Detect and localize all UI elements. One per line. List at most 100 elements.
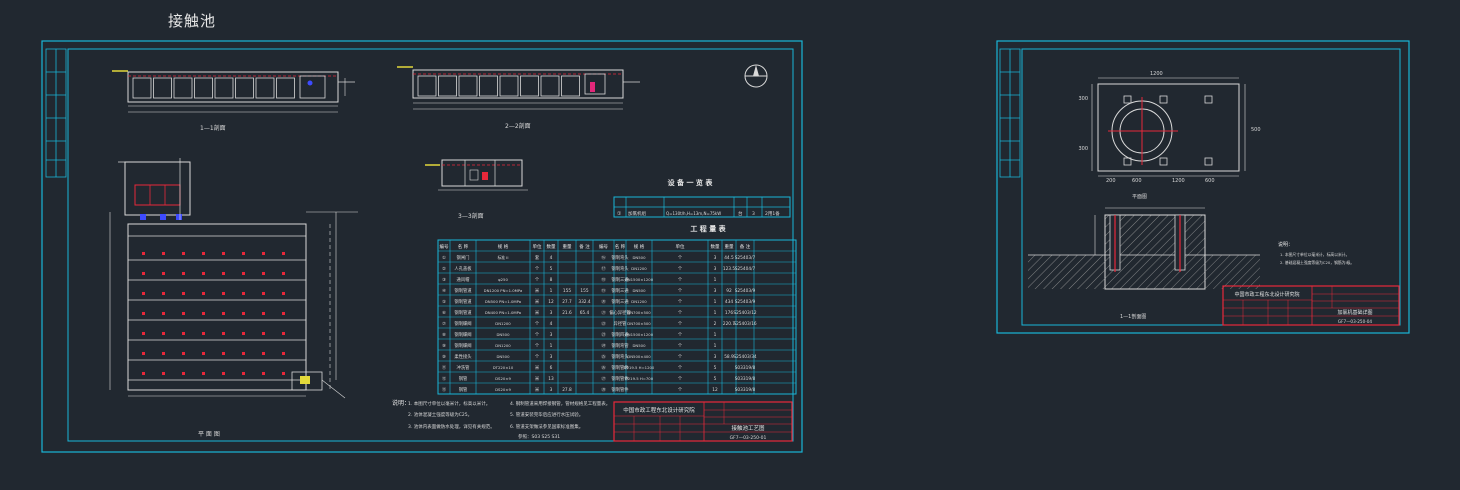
material-table-cell: DN500 <box>632 255 646 260</box>
plan-marker <box>242 372 245 375</box>
sheet-1-note-5: 5. 管道安装完毕后应进行水压试验。 <box>510 411 583 418</box>
material-table-cell: 434 <box>725 299 733 305</box>
material-table-cell: D219.5 H=1200 <box>624 365 655 370</box>
material-table-cell: 12 <box>548 299 554 305</box>
material-table-cell: 人孔盖板 <box>454 265 472 272</box>
material-table-cell: ⑬ <box>442 386 447 393</box>
sheet-1-note-2: 2. 池体混凝土强度等级为C25。 <box>408 411 472 418</box>
plan-marker <box>242 332 245 335</box>
plan-marker <box>202 372 205 375</box>
material-table-cell: 钢制弯头 <box>611 254 629 261</box>
material-table-cell: ② <box>442 266 446 272</box>
material-table-cell: 3 <box>714 354 717 360</box>
material-table-header: 单位 <box>533 243 542 250</box>
material-table-cell: DN500 <box>496 354 510 359</box>
sheet-1-titleblock-code: GF7—03-250-01 <box>730 435 767 441</box>
material-table-cell: 58.9 <box>724 354 734 360</box>
material-table-cell: ⑰ <box>601 265 606 272</box>
material-table-cell: 27.8 <box>562 387 572 393</box>
material-table-cell: 3 <box>550 354 553 360</box>
sheet-2-titleblock-org: 中国市政工程东北设计研究院 <box>1234 291 1299 298</box>
sheet-2-titleblock-code: GF7—03-250-04 <box>1338 319 1373 324</box>
material-table-cell: φ250 <box>498 277 508 282</box>
material-table-cell: 个 <box>535 343 540 349</box>
material-table-cell: DN500×400 <box>627 354 651 359</box>
material-table-cell: DS20×9 <box>495 376 511 381</box>
material-table-cell: 1 <box>714 277 717 283</box>
material-table-cell: 标准 II <box>497 255 508 260</box>
equipment-note: 2用1备 <box>765 210 780 217</box>
plan-marker <box>242 312 245 315</box>
base-dim-3: 1200 <box>1172 178 1185 184</box>
material-table-cell: ⑦ <box>442 321 446 327</box>
material-table-cell: ⑩ <box>442 354 446 360</box>
base-plan-drawing: 1200 200 600 1200 600 500 300 300 平面图 <box>1078 71 1260 200</box>
material-table-cell: 钢制弯头 <box>611 265 629 272</box>
section-2-2-drawing: 2—2剖面 <box>397 66 640 130</box>
section-2-cell <box>561 75 580 97</box>
material-table-cell: S03319/8 <box>735 376 756 382</box>
material-table-cell: DS20×9 <box>495 387 511 392</box>
material-table-header: 单位 <box>676 243 685 250</box>
material-table-cell: 21.6 <box>562 310 572 316</box>
material-table-cell: 3 <box>550 332 553 338</box>
plan-marker <box>182 332 185 335</box>
north-arrow-icon <box>744 64 768 88</box>
plan-marker <box>282 292 285 295</box>
material-table-cell: 1 <box>550 288 553 294</box>
material-table-cell: ㉑ <box>601 309 606 316</box>
material-table-cell: 钢制三通 <box>611 276 629 283</box>
sheet-1-note-4: 4. 钢制管道采用焊接钢管，管材规格见工程量表。 <box>510 400 610 407</box>
material-table-cell: 个 <box>678 354 683 360</box>
sheet-1-notes-title: 说明： <box>392 399 410 407</box>
material-table-cell: S25403/16 <box>733 321 757 327</box>
material-table-cell: 钢闸门 <box>457 254 470 261</box>
equipment-no: ① <box>617 211 622 217</box>
material-table-header: 规 格 <box>498 243 509 250</box>
base-dim-2: 600 <box>1132 178 1142 184</box>
material-table-cell: 个 <box>678 321 683 327</box>
base-dim-4: 600 <box>1205 178 1215 184</box>
base-side-dim-top: 300 <box>1078 96 1088 102</box>
material-table-cell: 个 <box>535 354 540 360</box>
material-table-cell: DN1200 <box>495 343 511 348</box>
material-table-cell: 异径管 <box>614 320 628 327</box>
material-table-cell: 2 <box>714 321 717 327</box>
material-table-cell: 12 <box>712 387 718 393</box>
plan-marker <box>162 312 165 315</box>
material-table-cell: 1 <box>714 310 717 316</box>
material-table-cell: 个 <box>535 277 540 283</box>
plan-marker <box>182 352 185 355</box>
material-table-cell: 米 <box>535 375 540 382</box>
plan-marker <box>142 272 145 275</box>
equipment-qty: 3 <box>752 211 755 217</box>
material-table-cell: ⑱ <box>601 276 606 283</box>
section-2-cell <box>438 75 457 97</box>
section-2-label: 2—2剖面 <box>505 122 531 130</box>
material-table-cell: 个 <box>678 310 683 316</box>
section-1-cell <box>255 77 275 99</box>
plan-marker <box>162 372 165 375</box>
plan-marker <box>262 312 265 315</box>
material-table-cell: S25403/7 <box>735 255 756 261</box>
material-table-cell: 冲洗管 <box>457 364 471 371</box>
sheet-2-note-2: 2. 基础混凝土强度等级为C20，钢筋为I级。 <box>1280 260 1354 265</box>
section-2-cell <box>499 75 519 97</box>
plan-marker <box>182 372 185 375</box>
sheet-2-inner-frame <box>1021 48 1401 326</box>
plan-view-label: 平 面 图 <box>198 431 220 438</box>
plan-marker <box>142 372 145 375</box>
material-table-cell: 4 <box>550 321 553 327</box>
section-2-cell <box>458 75 478 97</box>
base-side-dim: 500 <box>1251 127 1261 133</box>
plan-marker <box>142 332 145 335</box>
plan-marker <box>202 252 205 255</box>
material-table-cell: S25403/34 <box>733 354 757 360</box>
material-table-cell: ⑯ <box>601 254 606 261</box>
plan-marker <box>142 352 145 355</box>
sheet-2-titleblock-drawing: 加氯机基础详图 <box>1337 309 1372 316</box>
sheet-1-titleblock: 中国市政工程东北设计研究院 接触池工艺图 GF7—03-250-01 <box>613 401 793 442</box>
material-table-cell: 米 <box>535 287 540 294</box>
sheet-1-notes: 说明： 1. 本图尺寸单位以毫米计，标高以米计。 2. 池体混凝土强度等级为C2… <box>392 399 610 440</box>
